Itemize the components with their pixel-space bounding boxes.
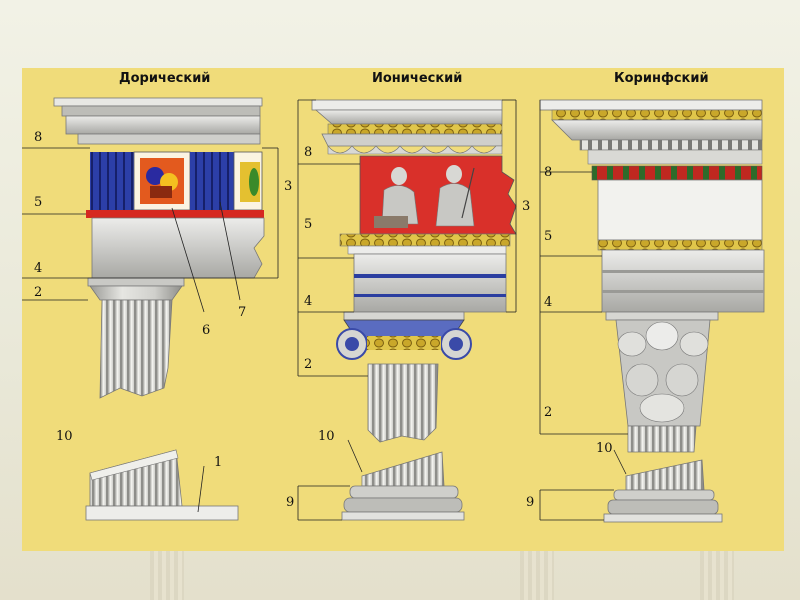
order-title-ionic: Ионический: [372, 71, 463, 86]
label-doric-1: 1: [214, 455, 223, 470]
ionic-plinth: [341, 511, 465, 521]
corinthian-base: [607, 499, 719, 515]
corinthian-frieze: [597, 179, 763, 241]
doric-leader-lines: [22, 147, 279, 513]
doric-stylobate: [85, 505, 239, 521]
order-title-doric: Дорический: [119, 71, 211, 86]
label-ionic-5: 5: [304, 217, 313, 232]
label-ionic-2: 2: [304, 357, 313, 372]
label-corinthian-9: 9: [526, 495, 535, 510]
corinthian-shaft: [627, 425, 697, 453]
label-corinthian-4: 4: [544, 295, 553, 310]
ionic-leader-lines: [297, 99, 517, 521]
doric-echinus: [89, 285, 183, 301]
corinthian-leader-lines: [539, 100, 628, 521]
corinthian-acanthus-capital: [615, 319, 711, 427]
doric-cornice-molding: [65, 115, 261, 135]
corinthian-order: [539, 99, 765, 523]
label-doric-8: 8: [34, 130, 43, 145]
label-corinthian-10: 10: [596, 441, 613, 456]
corinthian-shaft-base: [625, 459, 705, 491]
ionic-frieze-relief: [374, 165, 475, 228]
ionic-base-torus: [349, 485, 459, 499]
label-doric-4: 4: [34, 261, 43, 276]
label-corinthian-5: 5: [544, 229, 553, 244]
label-doric-7: 7: [238, 305, 247, 320]
doric-triglyph: [90, 152, 134, 210]
label-ionic-10: 10: [318, 429, 335, 444]
orders-plate: Дорический Ионический Коринфский 8 5 4 2…: [22, 68, 784, 551]
doric-cornice-band: [61, 105, 261, 117]
label-doric-10: 10: [56, 429, 73, 444]
label-ionic-8: 8: [304, 145, 313, 160]
doric-abacus: [87, 277, 185, 287]
label-doric-3: 3: [284, 179, 293, 194]
ionic-abacus: [343, 311, 465, 321]
label-doric-6: 6: [202, 323, 211, 338]
doric-cornice-top: [53, 97, 263, 107]
label-ionic-4: 4: [304, 294, 313, 309]
label-doric-5: 5: [34, 195, 43, 210]
corinthian-cornice-top: [539, 99, 763, 111]
label-corinthian-2: 2: [544, 405, 553, 420]
corinthian-base-torus: [613, 489, 715, 501]
ionic-cornice-top: [311, 99, 503, 111]
ionic-shaft-base: [361, 451, 445, 487]
ionic-base: [343, 497, 463, 513]
corinthian-architrave: [601, 249, 765, 313]
order-title-corinthian: Коринфский: [614, 71, 709, 86]
ionic-shaft: [367, 363, 439, 443]
corinthian-plinth: [603, 513, 723, 523]
doric-shaft: [99, 299, 173, 399]
ionic-architrave: [353, 253, 507, 313]
label-corinthian-8: 8: [544, 165, 553, 180]
corinthian-frieze-band: [591, 165, 763, 181]
ionic-egg-and-dart: [327, 123, 503, 135]
label-doric-2: 2: [34, 285, 43, 300]
label-ionic-9: 9: [286, 495, 295, 510]
doric-triglyph: [190, 152, 234, 210]
corinthian-abacus: [605, 311, 719, 321]
doric-taenia: [86, 210, 264, 218]
corinthian-cornice: [551, 119, 763, 141]
doric-cornice-soffit: [77, 133, 261, 145]
orders-illustration: [22, 97, 765, 523]
ionic-order: [297, 99, 517, 521]
doric-order: [22, 97, 279, 521]
label-ionic-3: 3: [522, 199, 531, 214]
